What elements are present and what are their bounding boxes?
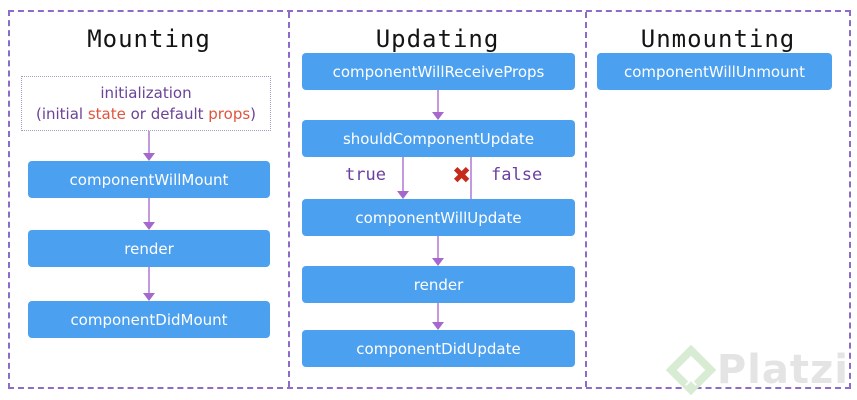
false-branch-line <box>470 157 472 199</box>
init-detail-props: props <box>208 105 251 123</box>
down-arrow-icon <box>10 198 288 230</box>
unmounting-title: Unmounting <box>640 25 796 53</box>
lifecycle-box-componentWillUnmount: componentWillUnmount <box>597 53 832 90</box>
mounting-panel: Mounting initialization (initial state o… <box>10 12 290 387</box>
init-detail-state: state <box>87 105 126 123</box>
init-detail-mid: or default <box>125 105 209 123</box>
lifecycle-box-componentDidMount: componentDidMount <box>28 301 270 338</box>
lifecycle-box-componentWillReceiveProps: componentWillReceiveProps <box>302 53 575 90</box>
lifecycle-box-componentDidUpdate: componentDidUpdate <box>302 330 575 367</box>
x-cross-icon: ✖ <box>452 163 472 189</box>
initialization-label: initialization <box>100 84 192 102</box>
init-detail-open: (initial <box>35 105 88 123</box>
down-arrow-icon <box>10 131 288 161</box>
lifecycle-box-render: render <box>28 230 270 267</box>
initialization-detail: (initial state or default props) <box>24 103 268 125</box>
lifecycle-box-render-update: render <box>302 266 575 303</box>
updating-panel: Updating componentWillReceiveProps shoul… <box>290 12 587 387</box>
down-arrow-icon <box>290 303 585 330</box>
lifecycle-box-componentWillMount: componentWillMount <box>28 161 270 198</box>
lifecycle-box-componentWillUpdate: componentWillUpdate <box>302 199 575 236</box>
updating-title: Updating <box>375 25 500 53</box>
down-arrow-icon <box>290 236 585 266</box>
down-arrow-icon <box>290 90 585 120</box>
initialization-box: initialization (initial state or default… <box>21 76 271 131</box>
mounting-title: Mounting <box>87 25 211 53</box>
lifecycle-box-shouldComponentUpdate: shouldComponentUpdate <box>302 120 575 157</box>
down-arrow-icon <box>10 267 288 301</box>
unmounting-panel: Unmounting componentWillUnmount <box>587 12 849 387</box>
true-branch-arrow <box>397 157 409 199</box>
diagram-frame: Mounting initialization (initial state o… <box>8 10 851 389</box>
init-detail-close: ) <box>250 105 257 123</box>
true-label: true <box>345 165 386 185</box>
should-update-branch: true ✖ false <box>290 157 585 199</box>
false-label: false <box>491 165 543 185</box>
